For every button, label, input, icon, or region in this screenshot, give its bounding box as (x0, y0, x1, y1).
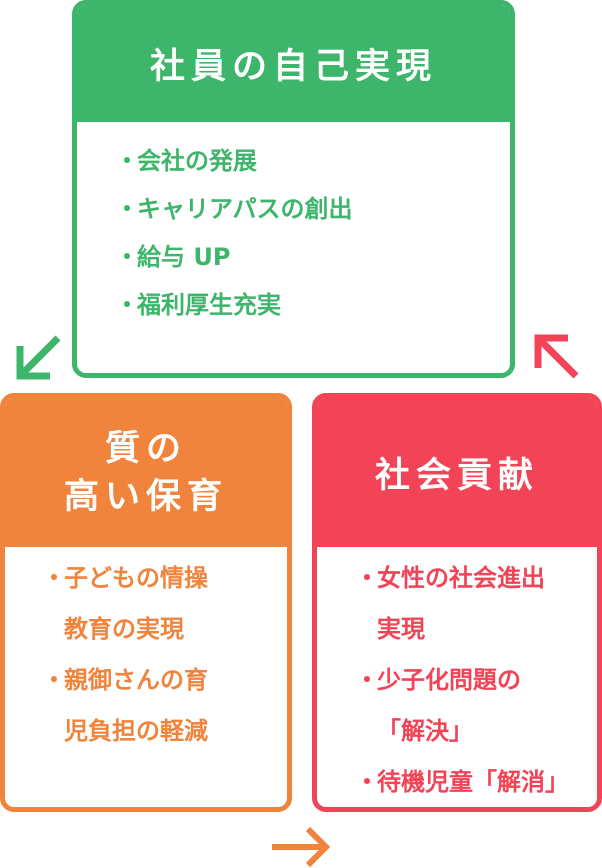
card-title: 社会貢献 (374, 456, 539, 496)
list-item: 女性の社会進出 実現 (355, 553, 597, 655)
list-item: 会社の発展 (115, 137, 510, 185)
card-title-bar: 質の 高い保育 (5, 398, 287, 547)
card-title-bar: 社会貢献 (317, 398, 597, 547)
card-social-contribution: 社会貢献 女性の社会進出 実現 少子化問題の 「解決」 待機児童「解消」 (312, 393, 602, 812)
list-item: キャリアパスの創出 (115, 185, 510, 233)
list-item: 福利厚生充実 (115, 281, 510, 329)
arrow-up-left-icon (534, 334, 579, 379)
list-item: 待機児童「解消」 (355, 757, 597, 807)
card-quality-childcare: 質の 高い保育 子どもの情操 教育の実現 親御さんの育 児負担の軽減 (0, 393, 292, 812)
arrow-down-left-icon (16, 335, 61, 380)
card-title-bar: 社員の自己実現 (77, 5, 510, 122)
list-item: 給与 UP (115, 233, 510, 281)
card-item-list: 会社の発展 キャリアパスの創出 給与 UP 福利厚生充実 (77, 122, 510, 329)
list-item: 少子化問題の 「解決」 (355, 655, 597, 757)
card-title: 社員の自己実現 (149, 47, 437, 87)
card-item-list: 女性の社会進出 実現 少子化問題の 「解決」 待機児童「解消」 (317, 547, 597, 807)
list-item: 親御さんの育 児負担の軽減 (42, 655, 287, 757)
card-item-list: 子どもの情操 教育の実現 親御さんの育 児負担の軽減 (5, 547, 287, 757)
card-title-line: 質の (104, 428, 187, 469)
arrow-right-icon (272, 826, 331, 868)
card-employee-self-realization: 社員の自己実現 会社の発展 キャリアパスの創出 給与 UP 福利厚生充実 (72, 0, 515, 378)
card-title-line: 高い保育 (63, 476, 228, 517)
list-item: 子どもの情操 教育の実現 (42, 553, 287, 655)
